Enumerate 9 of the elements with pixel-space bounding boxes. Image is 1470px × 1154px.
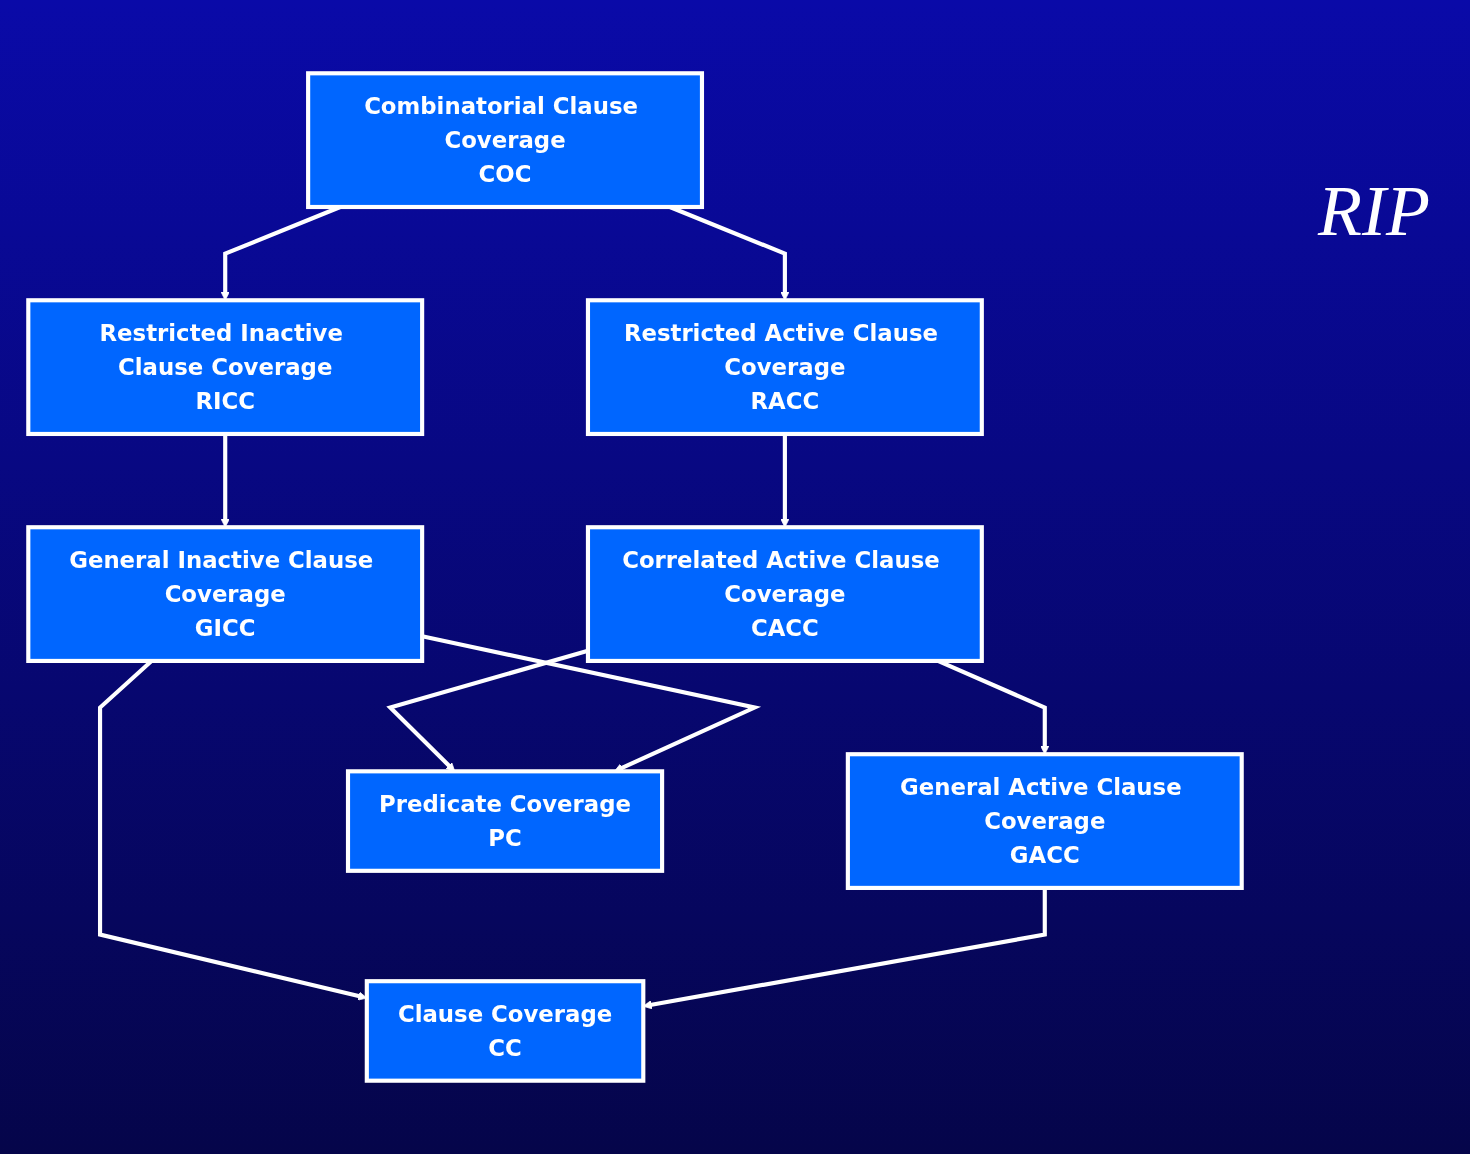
node-box: Predicate Coverage PC [345, 769, 665, 873]
node-box: Restricted Inactive Clause Coverage RICC [26, 298, 425, 437]
node-box: Combinatorial Clause Coverage COC [306, 71, 705, 210]
node-box: Correlated Active Clause Coverage CACC [585, 525, 984, 663]
node-box: General Inactive Clause Coverage GICC [26, 525, 425, 663]
node-box: Clause Coverage CC [364, 979, 646, 1083]
node-box: Restricted Active Clause Coverage RACC [585, 298, 984, 437]
handwritten-note: RIP [1318, 170, 1430, 253]
node-box: General Active Clause Coverage GACC [845, 752, 1244, 890]
